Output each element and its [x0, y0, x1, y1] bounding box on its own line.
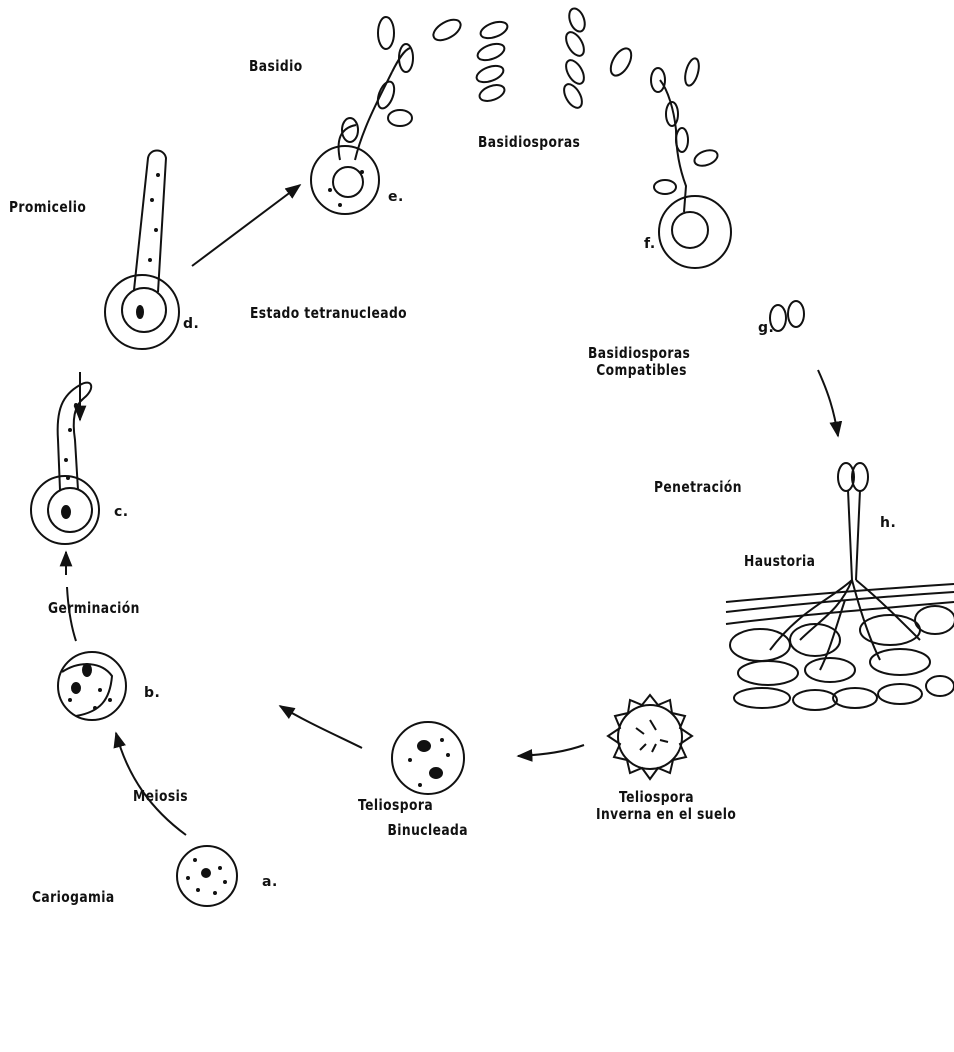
stage-tag-f: f.: [644, 236, 656, 252]
stage-tag-h: h.: [880, 515, 896, 531]
arrow-soil-to-binucleate: [518, 745, 584, 756]
stage-a-cell: [177, 846, 237, 906]
label-teliospora-suelo-line2: Inverna en el suelo: [596, 806, 736, 823]
arrow-g-to-h: [818, 370, 838, 436]
stage-tag-e: e.: [388, 189, 404, 205]
stage-c-cell: [31, 383, 99, 544]
stage-g-spores: [770, 301, 804, 331]
label-basidio: Basidio: [249, 57, 303, 75]
stage-f-basidium: [651, 57, 731, 268]
arrow-d-to-e: [192, 185, 300, 266]
label-teliospora-binucleada: Teliospora Binucleada: [358, 797, 468, 839]
basidiospores-cluster: [378, 6, 635, 110]
stage-tag-g: g.: [758, 320, 774, 336]
label-basidiosporas-compatibles-line2: Compatibles: [588, 362, 690, 379]
label-teliospora-suelo: Teliospora Inverna en el suelo: [596, 789, 736, 823]
arrow-a-to-b: [116, 733, 186, 835]
stage-d-cell: [105, 151, 179, 350]
stage-tag-c: c.: [114, 504, 129, 520]
label-basidiosporas: Basidiosporas: [478, 133, 580, 151]
label-teliospora-binucleada-line2: Binucleada: [358, 822, 468, 839]
label-basidiosporas-compatibles: Basidiosporas Compatibles: [588, 345, 690, 379]
cycle-arrows: [66, 185, 838, 835]
stage-tag-b: b.: [144, 685, 160, 701]
label-teliospora-suelo-line1: Teliospora: [596, 789, 736, 806]
stage-tag-a: a.: [262, 874, 278, 890]
label-promicelio: Promicelio: [9, 198, 86, 216]
teliospore-overwintering: [608, 695, 692, 779]
arrow-binucleate-to-a: [280, 706, 362, 748]
label-penetracion: Penetración: [654, 478, 742, 496]
label-meiosis: Meiosis: [133, 787, 188, 805]
label-haustoria: Haustoria: [744, 552, 815, 570]
label-basidiosporas-compatibles-line1: Basidiosporas: [588, 345, 690, 362]
stage-tag-d: d.: [183, 316, 199, 332]
teliospore-binucleate: [392, 722, 464, 794]
label-germinacion: Germinación: [48, 599, 140, 617]
stage-b-cell: [58, 652, 126, 720]
label-estado-tetranucleado: Estado tetranucleado: [250, 304, 407, 322]
label-teliospora-binucleada-line1: Teliospora: [358, 797, 468, 814]
label-cariogamia: Cariogamia: [32, 888, 115, 906]
